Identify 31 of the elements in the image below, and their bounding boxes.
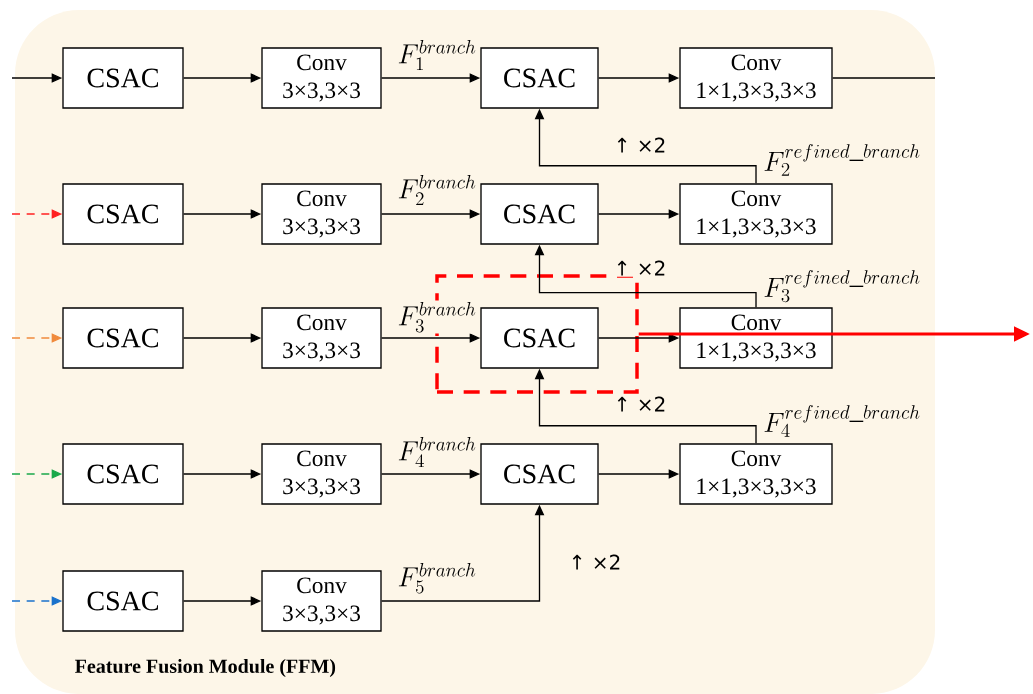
process-box: Conv 1×1,3×3,3×3 — [679, 307, 833, 369]
upsample-label: ↑ ×2 — [612, 259, 668, 277]
process-box: Conv 3×3,3×3 — [261, 443, 382, 505]
process-box: CSAC — [62, 307, 184, 369]
edge-label: $F_{1}^{branch}$ — [396, 38, 478, 72]
process-box: CSAC — [480, 307, 599, 369]
process-box: CSAC — [62, 570, 184, 632]
process-box: Conv 3×3,3×3 — [261, 307, 382, 369]
process-box: CSAC — [62, 443, 184, 505]
edge-label: $F_{4}^{branch}$ — [396, 435, 478, 469]
process-box: Conv 1×1,3×3,3×3 — [679, 183, 833, 245]
process-box: Conv 3×3,3×3 — [261, 183, 382, 245]
edge-label: $F_{5}^{branch}$ — [396, 561, 478, 595]
edge-label: $F_{2}^{branch}$ — [396, 173, 478, 207]
process-box: CSAC — [480, 183, 599, 245]
process-box: CSAC — [480, 47, 599, 109]
edge-label: $F_{4}^{refined\_branch}$ — [761, 403, 923, 439]
process-box: Conv 3×3,3×3 — [261, 570, 382, 632]
process-box: Conv 1×1,3×3,3×3 — [679, 47, 833, 109]
process-box: Conv 1×1,3×3,3×3 — [679, 443, 833, 505]
line — [832, 77, 936, 79]
edge-label: $F_{3}^{branch}$ — [396, 300, 478, 334]
process-box: CSAC — [62, 183, 184, 245]
process-box: CSAC — [62, 47, 184, 109]
upsample-label: ↑ ×2 — [612, 136, 668, 154]
process-box: Conv 3×3,3×3 — [261, 47, 382, 109]
upsample-label: ↑ ×2 — [612, 395, 668, 413]
edge-label: $F_{2}^{refined\_branch}$ — [761, 142, 923, 178]
upsample-label: ↑ ×2 — [567, 553, 623, 571]
edge-label: $F_{3}^{refined\_branch}$ — [761, 268, 923, 304]
process-box: CSAC — [480, 443, 599, 505]
